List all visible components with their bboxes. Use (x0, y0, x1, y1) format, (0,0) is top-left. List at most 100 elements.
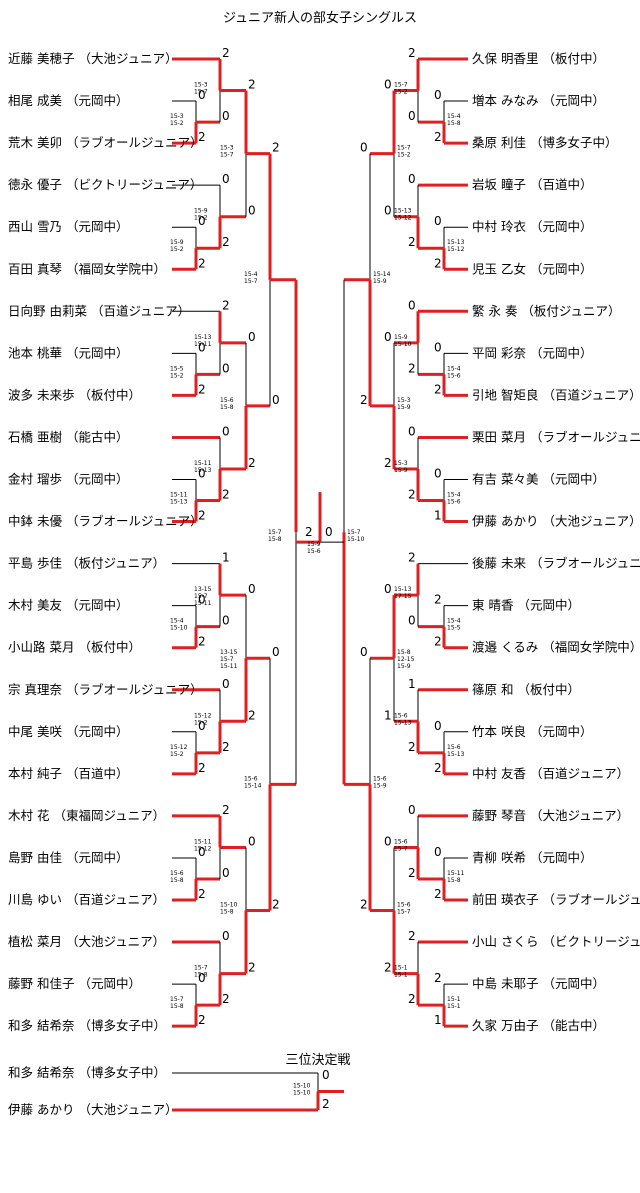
match-score: 0 (434, 88, 442, 102)
match-score: 0 (408, 614, 416, 628)
match-score: 1 (222, 551, 230, 565)
match-score: 2 (360, 393, 368, 407)
set-scores: 15-6 (394, 838, 408, 845)
player-name-left: 本村 純子 （百道中） (8, 766, 128, 781)
match-score: 2 (434, 593, 442, 607)
match-score: 2 (198, 635, 206, 649)
set-scores: 15-2 (194, 215, 208, 222)
third-place-player: 和多 結希奈 （博多女子中） (8, 1065, 166, 1080)
match-score: 0 (222, 361, 230, 375)
set-scores: 15-3 (170, 113, 184, 120)
match-score: 0 (408, 298, 416, 312)
set-scores: 15-11 (170, 492, 188, 499)
set-scores: 15-8 (220, 909, 234, 916)
player-name-left: 百田 真琴 （福岡女学院中） (8, 261, 166, 276)
match-score: 2 (434, 382, 442, 396)
player-name-right: 前田 瑛衣子 （ラブオールジュニア） (472, 892, 640, 907)
set-scores: 15-12 (194, 712, 212, 719)
set-scores: 15-2 (397, 152, 411, 159)
set-scores: 15-13 (170, 499, 188, 506)
set-scores: 15-6 (170, 870, 184, 877)
match-score: 2 (222, 803, 230, 817)
match-score: 2 (322, 1097, 330, 1111)
player-name-right: 渡邉 くるみ （福岡女学院中） (472, 640, 640, 655)
match-score: 0 (272, 393, 280, 407)
player-name-left: 日向野 由莉菜 （百道ジュニア） (8, 303, 190, 318)
third-place-title: 三位決定戦 (285, 1053, 350, 1068)
set-scores: 15-5 (170, 365, 184, 372)
set-scores: 15-6 (397, 902, 411, 909)
set-scores: 15-6 (244, 775, 258, 782)
player-name-right: 久保 明香里 （板付中） (472, 51, 605, 66)
set-scores: 15-9 (194, 208, 208, 215)
set-scores: 15-2 (194, 719, 208, 726)
player-name-right: 中村 玲衣 （元岡中） (472, 219, 592, 234)
set-scores: 15-7 (170, 996, 184, 1003)
set-scores: 15-6 (447, 744, 461, 751)
match-score: 0 (198, 719, 206, 733)
match-score: 0 (408, 803, 416, 817)
match-score: 2 (434, 971, 442, 985)
match-score: 0 (384, 78, 392, 92)
match-score: 2 (384, 961, 392, 975)
match-score: 0 (272, 645, 280, 659)
set-scores: 13-15 (220, 649, 238, 656)
set-scores: 15-3 (394, 460, 408, 467)
match-score: 0 (434, 845, 442, 859)
set-scores: 15-1 (394, 965, 408, 972)
set-scores: 15-2 (170, 246, 184, 253)
set-scores: 15-8 (170, 1003, 184, 1010)
match-score: 2 (198, 256, 206, 270)
match-score: 0 (384, 834, 392, 848)
match-score: 0 (248, 834, 256, 848)
set-scores: 15-6 (220, 397, 234, 404)
match-score: 2 (198, 761, 206, 775)
set-scores: 15-13 (394, 208, 412, 215)
match-score: 2 (222, 298, 230, 312)
set-scores: 15-4 (447, 113, 461, 120)
set-scores: 15-2 (170, 120, 184, 127)
match-score: 0 (222, 172, 230, 186)
player-name-left: 相尾 成美 （元岡中） (8, 93, 128, 108)
match-score: 0 (434, 340, 442, 354)
player-name-left: 波多 未来歩 （板付中） (8, 387, 141, 402)
set-scores: 15-12 (194, 845, 212, 852)
player-name-right: 中村 友香 （百道ジュニア） (472, 766, 629, 781)
player-name-left: 中尾 美咲 （元岡中） (8, 724, 128, 739)
match-score: 2 (272, 898, 280, 912)
player-name-left: 金村 瑠歩 （元岡中） (8, 472, 128, 487)
set-scores: 15-7 (397, 909, 411, 916)
match-score: 0 (384, 204, 392, 218)
match-score: 1 (434, 509, 442, 523)
match-score: 2 (222, 740, 230, 754)
bracket-labels: 近藤 美穂子 （大池ジュニア）相尾 成美 （元岡中）荒木 美卯 （ラブオールジュ… (8, 46, 640, 1117)
match-score: 0 (360, 141, 368, 155)
player-name-right: 児玉 乙女 （元岡中） (472, 261, 592, 276)
match-score: 0 (198, 845, 206, 859)
match-score: 0 (408, 172, 416, 186)
set-scores: 15-8 (397, 649, 411, 656)
match-score: 2 (408, 740, 416, 754)
set-scores: 15-8 (194, 972, 208, 979)
set-scores: 15-13 (394, 586, 412, 593)
player-name-left: 平島 歩佳 （板付ジュニア） (8, 556, 165, 571)
set-scores: 13-15 (194, 586, 212, 593)
set-scores: 15-13 (194, 467, 212, 474)
player-name-right: 青柳 咲希 （元岡中） (472, 850, 592, 865)
match-score: 0 (198, 214, 206, 228)
set-scores: 15-14 (373, 271, 391, 278)
match-score: 0 (384, 582, 392, 596)
set-scores: 15-10 (170, 625, 188, 632)
match-score: 0 (434, 719, 442, 733)
match-score: 0 (434, 214, 442, 228)
match-score: 1 (434, 1013, 442, 1027)
set-scores: 15-4 (447, 618, 461, 625)
player-name-right: 東 晴香 （元岡中） (472, 598, 580, 613)
set-scores: 15-3 (220, 145, 234, 152)
player-name-left: 近藤 美穂子 （大池ジュニア） (8, 51, 178, 66)
set-scores: 15-8 (447, 877, 461, 884)
player-name-right: 栗田 菜月 （ラブオールジュニア） (472, 429, 640, 444)
match-score: 0 (222, 614, 230, 628)
set-scores: 15-13 (194, 334, 212, 341)
set-scores: 15-8 (447, 120, 461, 127)
